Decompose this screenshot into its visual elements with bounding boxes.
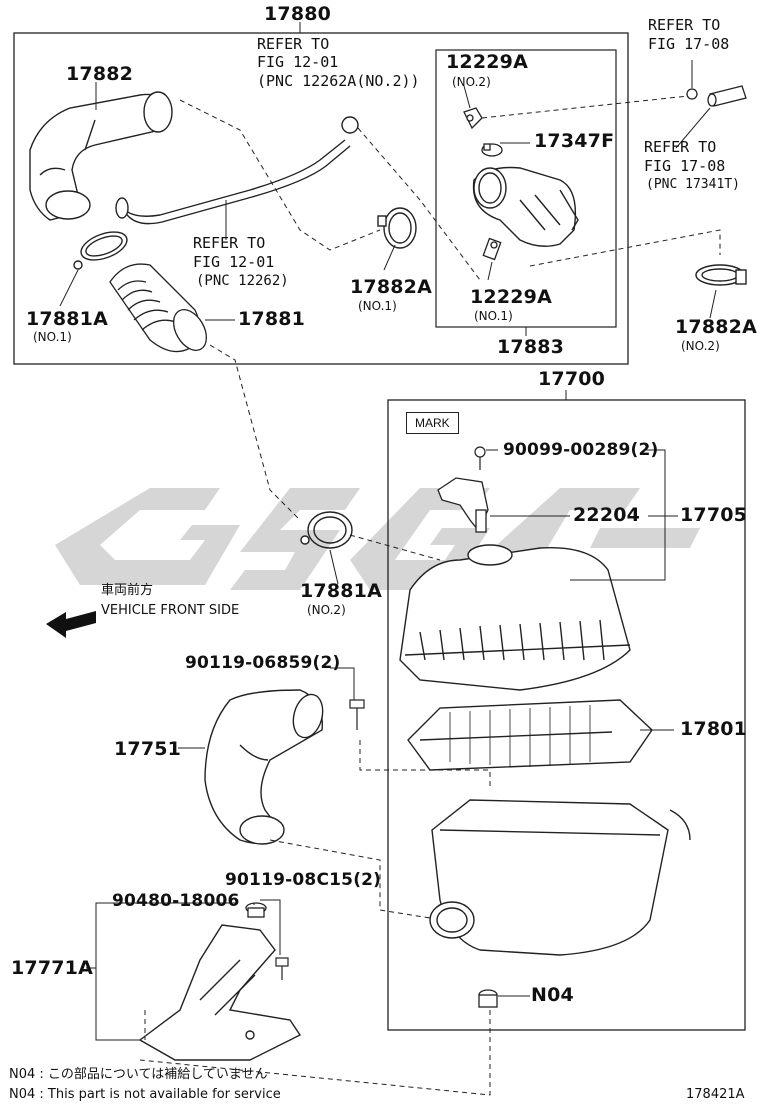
nipple-12229A-no2 [463,107,483,130]
footnote-japanese: N04 : この部品については補給していません [9,1067,268,1082]
refer-1201a-line3: (PNC 12262A(NO.2)) [257,72,420,90]
part-label-17882A-no1: 17882A [350,276,433,298]
part-note-17882A-no1: (NO.1) [358,299,397,313]
part-label-17700: 17700 [538,368,606,390]
part-label-12229A-no2: 12229A [446,51,529,73]
part-label-17751: 17751 [114,738,182,760]
refer-1201a-line2: FIG 12-01 [257,53,339,71]
grommet-N04 [478,989,498,1008]
clamp-17882A-no2 [695,264,747,286]
vehicle-front-english: VEHICLE FRONT SIDE [101,603,240,618]
refer-1708a-line2: FIG 17-08 [648,35,730,53]
part-label-17347F: 17347F [534,130,615,152]
part-label-22204: 22204 [573,504,641,526]
clip-17347F [481,143,503,157]
part-label-17881A-no2: 17881A [300,580,383,602]
part-label-17882A-no2: 17882A [675,316,758,338]
part-note-12229A-no1: (NO.1) [474,309,513,323]
part-label-17883: 17883 [497,336,565,358]
part-label-17881A-no1: 17881A [26,308,109,330]
refer-1708b-line3: (PNC 17341T) [646,177,740,192]
refer-1201a-line1: REFER TO [257,35,330,53]
screw-90099-00289 [474,446,486,470]
nipple-12229A-no1 [482,237,502,261]
dashed-lines [139,95,721,1096]
breather-hose [115,116,359,225]
group-box-17880 [13,32,629,365]
part-label-17801: 17801 [680,718,748,740]
hose-17-08 [686,85,747,107]
intake-tube-17882 [29,91,173,221]
refer-1201b-line3: (PNC 12262) [196,273,289,289]
clamp-17881A-no1 [73,231,128,270]
refer-1708a-line1: REFER TO [648,16,721,34]
cleaner-cap-17705 [399,544,631,691]
part-note-17881A-no1: (NO.1) [33,330,72,344]
refer-1201b-line1: REFER TO [193,234,266,252]
part-label-90099-00289: 90099-00289(2) [503,440,659,460]
bracket-17771A [138,924,302,1061]
filter-element-17801 [407,699,653,771]
vehicle-front-japanese: 車両前方 [101,583,154,598]
resonator-body [472,166,579,247]
leader-lines [59,60,717,1041]
part-label-17881: 17881 [238,308,306,330]
refer-1708b-line2: FIG 17-08 [644,157,726,175]
inlet-duct-17751 [204,689,324,845]
part-label-17880: 17880 [264,3,332,25]
bolt-90119-08C15 [275,957,289,980]
sensor-22204 [437,477,489,533]
part-label-17882: 17882 [66,63,134,85]
footnote-english: N04 : This part is not available for ser… [9,1087,281,1102]
vehicle-front-arrow [46,611,96,638]
mark-box: MARK [406,412,459,434]
refer-1201b-line2: FIG 12-01 [193,253,275,271]
part-label-90119-08C15: 90119-08C15(2) [225,870,382,890]
part-label-90480-18006: 90480-18006 [112,891,240,911]
part-label-90119-06859: 90119-06859(2) [185,653,341,673]
part-note-17882A-no2: (NO.2) [681,339,720,353]
diagram-id: 178421A [686,1087,745,1102]
bellows-hose-17881 [109,263,208,353]
part-note-17881A-no2: (NO.2) [307,603,346,617]
part-label-17705: 17705 [680,504,748,526]
refer-1708b-line1: REFER TO [644,138,717,156]
part-label-12229A-no1: 12229A [470,286,553,308]
part-label-N04: N04 [531,984,574,1006]
grommet-90480-18006 [245,902,267,918]
clamp-17882A-no1 [377,207,417,249]
bolt-90119-06859 [349,699,365,730]
clamp-17881A-no2 [300,511,353,549]
part-note-12229A-no2: (NO.2) [452,75,491,89]
part-label-17771A: 17771A [11,957,94,979]
cleaner-case-17700 [429,799,691,956]
